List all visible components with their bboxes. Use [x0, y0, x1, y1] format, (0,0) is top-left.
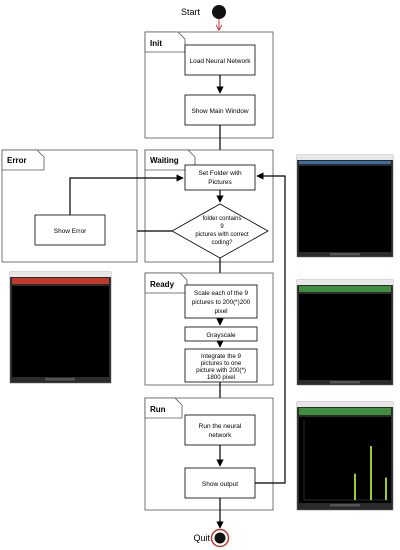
section-title: Error [7, 156, 27, 165]
output-bars [354, 446, 387, 500]
quit-node-core [214, 532, 226, 544]
flow-arrow-error-back [69, 174, 184, 215]
node-label-line-2: pictures to 200(*)200 [192, 299, 251, 306]
decision-line-4: coding? [211, 240, 233, 246]
section-title: Waiting [150, 156, 179, 165]
output-bar [354, 473, 356, 500]
screenshot-ready [296, 279, 394, 386]
output-plot [299, 417, 391, 503]
node-label-line-2: network [209, 432, 233, 439]
node-run-neural-network: Run the neural network [184, 414, 256, 446]
start-node [212, 5, 226, 19]
node-show-error: Show Error [34, 214, 106, 246]
node-label-line-4: 1800 pixel [207, 374, 235, 381]
node-set-folder: Set Folder with Pictures [184, 164, 256, 191]
section-title: Ready [150, 280, 175, 289]
node-label: Load Neural Network [189, 58, 251, 65]
output-bar [370, 446, 372, 500]
section-title: Init [150, 39, 162, 48]
node-load-neural-network: Load Neural Network [184, 44, 256, 76]
node-label-line-3: picture with 200(*) [196, 367, 246, 374]
node-label-line-2: pictures to one [201, 360, 242, 367]
quit-label: Quit [193, 533, 210, 543]
node-show-main-window: Show Main Window [184, 94, 256, 126]
node-scale: Scale each of the 9 pictures to 200(*)20… [184, 284, 258, 319]
screenshot-waiting [296, 154, 394, 258]
decision-line-2: 9 [220, 224, 224, 230]
node-label-line-1: Scale each of the 9 [194, 290, 248, 297]
node-grayscale: Grayscale [184, 326, 258, 342]
node-label-line-1: Integrate the 9 [201, 353, 241, 360]
node-label-line-1: Run the neural [199, 423, 242, 430]
node-show-output: Show output [184, 467, 256, 499]
output-bar [385, 477, 387, 500]
node-label: Show output [202, 481, 238, 488]
node-label: Show Error [54, 228, 87, 235]
section-title: Run [150, 405, 166, 414]
node-label: Show Main Window [191, 108, 248, 115]
decision-line-1: folder contains [202, 216, 241, 222]
start-label: Start [181, 7, 201, 17]
decision-line-3: pictures with correct [195, 232, 249, 238]
node-label-line-3: pixel [215, 308, 228, 315]
screenshot-error [9, 271, 112, 384]
node-integrate: Integrate the 9 pictures to one picture … [184, 348, 258, 383]
node-label: Grayscale [206, 332, 236, 339]
flow-arrow-output-back [255, 172, 286, 484]
node-label-line-1: Set Folder with [198, 170, 242, 177]
screenshot-output [296, 401, 394, 511]
node-label-line-2: Pictures [208, 179, 232, 186]
